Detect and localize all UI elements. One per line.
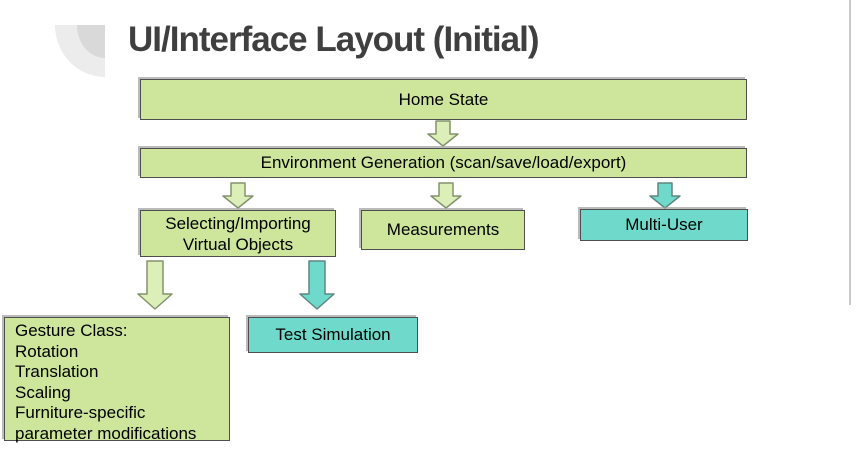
node-multi-user: Multi-User: [580, 209, 748, 241]
arrow-envgen-to-multiuser-icon: [649, 182, 681, 214]
arrow-envgen-to-measurements-icon: [430, 182, 462, 214]
node-selecting-importing-virtual-objects: Selecting/Importing Virtual Objects: [140, 210, 336, 257]
node-measurements: Measurements: [361, 210, 525, 250]
node-environment-generation-label: Environment Generation (scan/save/load/e…: [260, 153, 627, 172]
node-measurements-label: Measurements: [386, 220, 500, 239]
node-selecting-line-1: Selecting/Importing: [165, 213, 311, 233]
corner-quarter-circle-inner: [77, 25, 105, 58]
node-test-simulation: Test Simulation: [248, 317, 418, 353]
gesture-line-2: Rotation: [15, 341, 79, 361]
arrow-home-to-envgen-icon: [427, 120, 459, 152]
node-home-state-label: Home State: [398, 89, 489, 109]
arrow-selecting-to-testsim-icon: [299, 260, 335, 315]
arrow-envgen-to-selecting-icon: [222, 182, 254, 214]
page-title: UI/Interface Layout (Initial): [128, 20, 540, 59]
gesture-line-1: Gesture Class:: [15, 321, 128, 340]
corner-quarter-circle-decoration: [55, 25, 105, 77]
gesture-line-4: Scaling: [15, 382, 71, 402]
arrow-selecting-to-gesture-icon: [137, 260, 173, 315]
node-gesture-class: Gesture Class: Rotation Translation Scal…: [4, 317, 230, 443]
node-home-state: Home State: [140, 79, 747, 120]
node-test-simulation-label: Test Simulation: [275, 325, 391, 344]
gesture-line-5: Furniture-specific: [15, 403, 146, 422]
gesture-line-6: parameter modifications: [15, 423, 197, 443]
gesture-line-3: Translation: [15, 362, 99, 381]
node-multi-user-label: Multi-User: [625, 215, 703, 234]
node-selecting-line-2: Virtual Objects: [182, 234, 294, 254]
right-edge-divider-line: [849, 0, 851, 305]
node-environment-generation: Environment Generation (scan/save/load/e…: [140, 148, 747, 178]
